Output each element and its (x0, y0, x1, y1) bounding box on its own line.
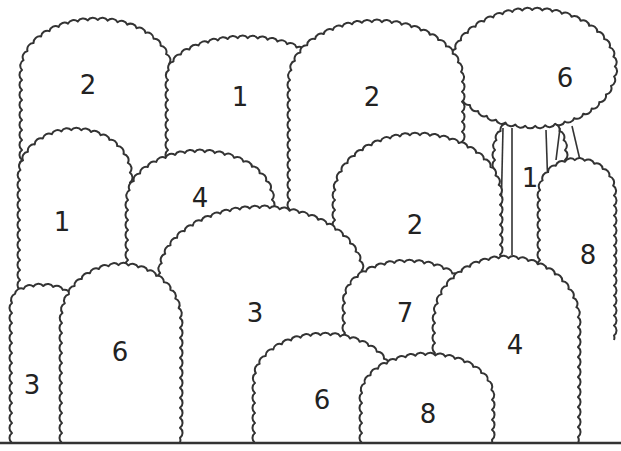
shrub-outline (449, 8, 617, 129)
callout-number: 7 (397, 300, 414, 326)
callout-number: 4 (192, 185, 209, 211)
shrub-fill (359, 353, 494, 443)
callout-number: 8 (580, 242, 597, 268)
callout-number: 8 (420, 401, 437, 427)
shrub-fill (59, 263, 182, 443)
callout-number: 1 (54, 209, 71, 235)
callout-number: 2 (407, 212, 424, 238)
shrub-stem (556, 128, 560, 160)
shrub-outline (59, 263, 182, 443)
shrub-stem (572, 126, 580, 160)
callout-number: 3 (247, 300, 264, 326)
callout-number: 6 (314, 387, 331, 413)
callout-number: 1 (522, 165, 539, 191)
shrub-stem (511, 128, 513, 255)
callout-number: 1 (232, 84, 249, 110)
callout-number: 3 (24, 372, 41, 398)
callout-number: 2 (80, 72, 97, 98)
callout-number: 4 (507, 332, 524, 358)
shrub-fill (449, 8, 617, 129)
shrub-outline (359, 353, 494, 443)
callout-number: 6 (112, 339, 129, 365)
ground-line (0, 442, 621, 445)
callout-number: 2 (364, 84, 381, 110)
callout-number: 6 (557, 65, 574, 91)
